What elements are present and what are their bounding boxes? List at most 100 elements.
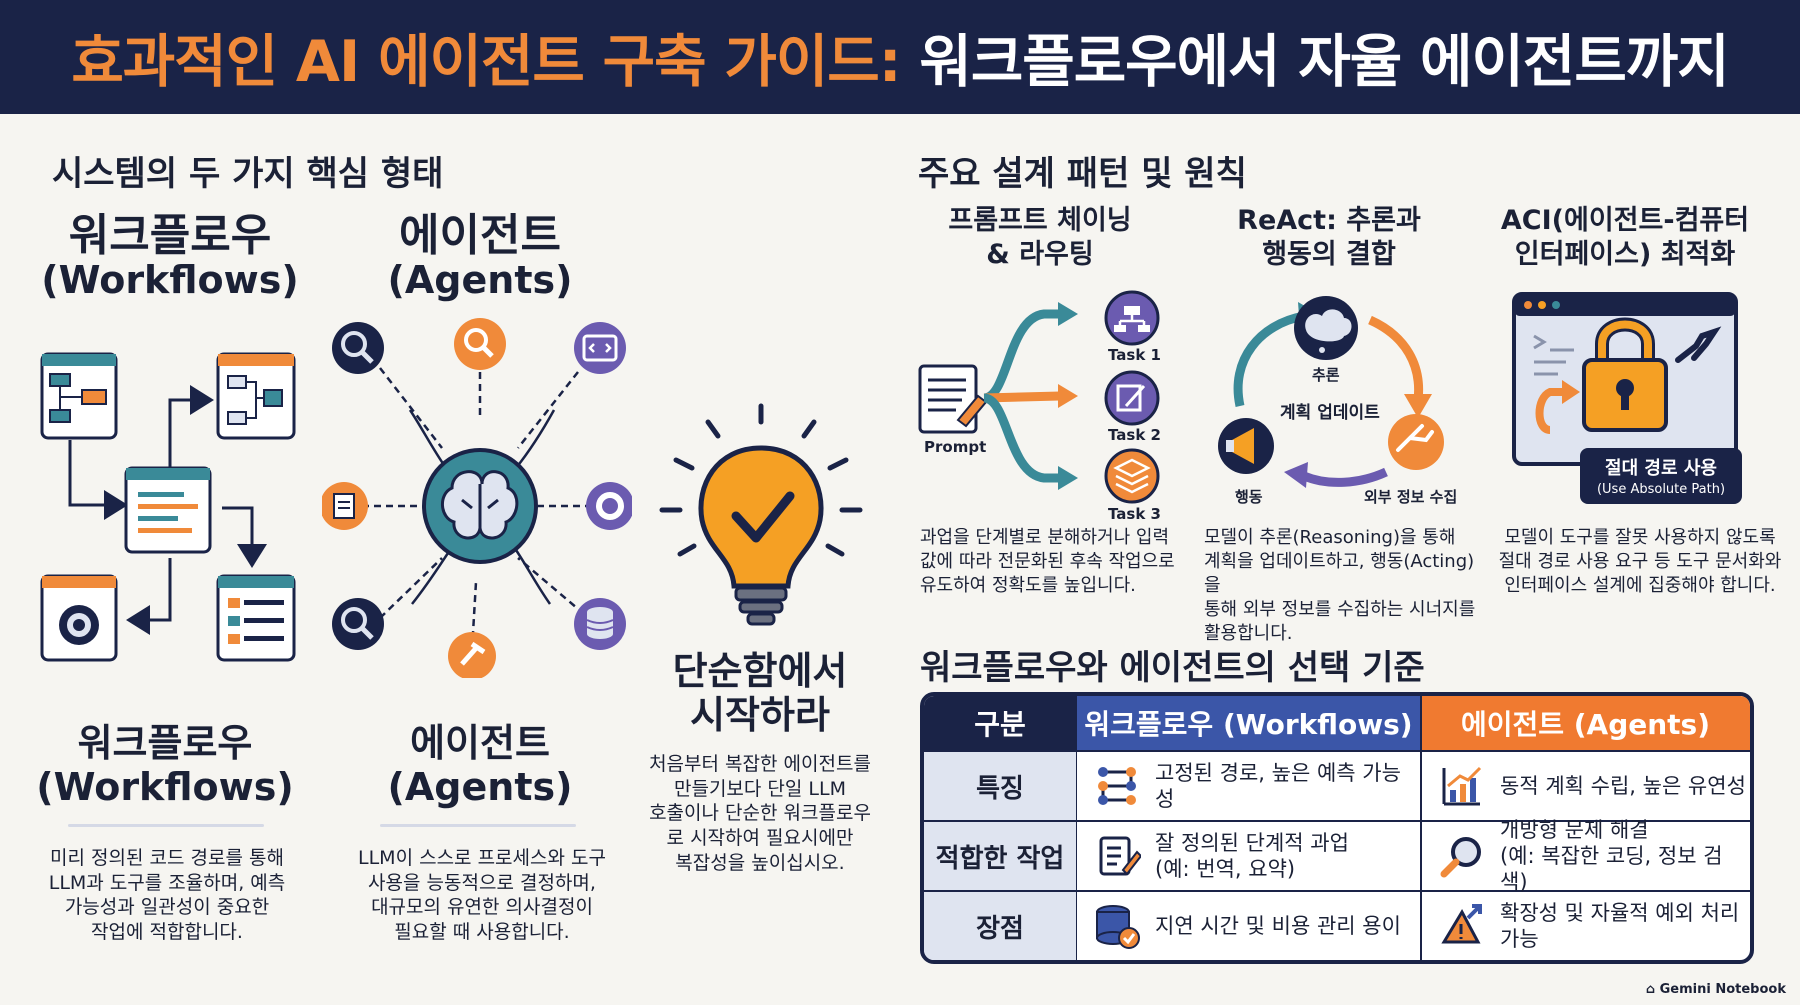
workflow-desc-line: 작업에 적합합니다.: [91, 921, 243, 944]
workflow-box-document-icon: [124, 466, 212, 554]
cell-text-line: 고정된 경로, 높은 예측 가능성: [1155, 760, 1401, 811]
pattern-react-desc-line: 활용합니다.: [1204, 622, 1293, 644]
badge-subtitle: (Use Absolute Path): [1596, 482, 1726, 497]
pattern-react-title-line: ReAct: 추론과: [1237, 205, 1421, 236]
cell-text: 고정된 경로, 높은 예측 가능성: [1155, 760, 1420, 813]
agent-bottom-title: 에이전트 (Agents): [340, 721, 620, 809]
document-icon: [322, 482, 368, 530]
table-cell-workflow: 지연 시간 및 비용 관리 용이: [1077, 892, 1420, 960]
react-cycle-diagram: [1218, 296, 1444, 488]
cell-text-line: 잘 정의된 단계적 과업: [1155, 830, 1349, 855]
footer-text: Gemini Notebook: [1659, 982, 1786, 997]
workflow-diagram: [40, 352, 296, 662]
gear-icon: [586, 482, 632, 530]
pattern-react-desc-line: 통해 외부 정보를 수집하는 시너지를: [1204, 598, 1476, 620]
reason-label: 추론: [1312, 366, 1340, 384]
table-cell-workflow: 잘 정의된 단계적 과업 (예: 번역, 요약): [1077, 822, 1420, 890]
agent-diagram: [322, 318, 632, 678]
prompt-label: Prompt: [924, 438, 987, 456]
table-divider: [1075, 696, 1077, 960]
pattern-react-desc-line: 계획을 업데이트하고, 행동(Acting)을: [1204, 550, 1475, 596]
search-icon: [332, 322, 384, 374]
collect-label: 외부 정보 수집: [1364, 488, 1458, 506]
agent-title: 에이전트 (Agents): [330, 212, 630, 301]
simplicity-desc-line: 복잡성을 높이십시오.: [675, 851, 845, 874]
pattern-chaining-title: 프롬프트 체이닝 & 라우팅: [900, 204, 1180, 272]
cell-text-line: 동적 계획 수립, 높은 유연성: [1500, 773, 1746, 798]
table-divider: [1420, 696, 1422, 960]
fixed-path-icon: [1098, 767, 1136, 805]
selection-title: 워크플로우와 에이전트의 선택 기준: [920, 648, 1425, 688]
pattern-aci-desc-line: 인터페이스 설계에 집중해야 합니다.: [1504, 574, 1776, 596]
table-divider: [924, 750, 1750, 752]
title-main: 워크플로우에서 자율 에이전트까지: [919, 29, 1729, 95]
simplicity-desc-line: 로 시작하여 필요시에만: [666, 827, 854, 850]
table-cell-workflow: 고정된 경로, 높은 예측 가능성: [1077, 752, 1420, 820]
task2-label: Task 2: [1108, 426, 1161, 444]
right-section-title: 주요 설계 패턴 및 원칙: [918, 154, 1247, 194]
chart-growth-icon: [1442, 766, 1482, 806]
workflow-desc-line: 미리 정의된 코드 경로를 통해: [50, 847, 284, 869]
footer-credit: ⌂ Gemini Notebook: [1646, 982, 1786, 997]
agent-bottom-title-en: (Agents): [387, 764, 573, 809]
search-small-icon: [332, 598, 384, 650]
pattern-aci-desc-line: 절대 경로 사용 요구 등 도구 문서화와: [1498, 550, 1782, 572]
simplicity-title: 단순함에서 시작하라: [640, 649, 880, 737]
workflow-bottom-title: 워크플로우 (Workflows): [30, 721, 300, 809]
pattern-react-title: ReAct: 추론과 행동의 결합: [1196, 204, 1462, 272]
agent-desc-line: LLM이 스스로 프로세스와 도구: [358, 847, 606, 869]
workflow-title-ko: 워크플로우: [68, 210, 272, 261]
title-highlight: 효과적인 AI 에이전트 구축 가이드:: [71, 29, 901, 95]
simplicity-desc: 처음부터 복잡한 에이전트를 만들기보다 단일 LLM 호출이나 단순한 워크플…: [630, 752, 890, 875]
scale-warning-icon: [1441, 904, 1482, 944]
notebook-icon: ⌂: [1645, 982, 1660, 997]
simplicity-title-line: 시작하라: [690, 692, 830, 737]
search-orange-icon: [454, 318, 506, 370]
cell-text: 잘 정의된 단계적 과업 (예: 번역, 요약): [1155, 830, 1349, 883]
workflow-desc-line: 가능성과 일관성이 중요한: [64, 896, 270, 919]
pattern-react-title-line: 행동의 결합: [1262, 238, 1396, 270]
pattern-chaining-desc-line: 과업을 단계별로 분해하거나 입력: [920, 527, 1170, 548]
megaphone-icon: [1218, 418, 1274, 474]
magnifier-icon: [1440, 837, 1481, 878]
pattern-react-desc-line: 모델이 추론(Reasoning)을 통해: [1204, 527, 1456, 548]
hand-icon: [1388, 414, 1444, 470]
agent-desc-line: 대규모의 유연한 의사결정이: [371, 896, 593, 919]
header-banner: 효과적인 AI 에이전트 구축 가이드: 워크플로우에서 자율 에이전트까지: [0, 0, 1800, 114]
agent-title-ko: 에이전트: [399, 210, 561, 261]
lightbulb-icon: [659, 403, 863, 626]
plan-label: 계획 업데이트: [1280, 403, 1380, 423]
table-cell-agent: 확장성 및 자율적 예외 처리 가능: [1422, 892, 1750, 960]
page-title: 효과적인 AI 에이전트 구축 가이드: 워크플로우에서 자율 에이전트까지: [0, 16, 1800, 98]
task1-icon: [1104, 290, 1160, 346]
database-check-icon: [1096, 905, 1140, 949]
badge-title: 절대 경로 사용: [1605, 458, 1717, 479]
cell-text-line: (예: 번역, 요약): [1155, 857, 1296, 881]
cell-text: 확장성 및 자율적 예외 처리 가능: [1500, 900, 1750, 953]
selection-table: 구분 워크플로우 (Workflows) 에이전트 (Agents) 특징 고정…: [920, 692, 1754, 964]
table-row-label: 장점: [924, 892, 1076, 960]
chaining-diagram: [918, 290, 1160, 504]
table-header-workflow: 워크플로우 (Workflows): [1076, 696, 1421, 750]
task2-icon: [1104, 370, 1160, 426]
workflow-divider: [68, 824, 264, 827]
agent-divider: [380, 824, 576, 827]
checklist-icon: [1099, 836, 1141, 876]
workflow-title: 워크플로우 (Workflows): [20, 212, 320, 301]
cell-text-line: 확장성 및 자율적 예외 처리 가능: [1500, 900, 1740, 951]
agent-desc-line: 필요할 때 사용합니다.: [394, 921, 570, 944]
left-section-title: 시스템의 두 가지 핵심 형태: [52, 154, 444, 194]
workflow-bottom-title-ko: 워크플로우: [77, 721, 253, 765]
table-cell-agent: 동적 계획 수립, 높은 유연성: [1422, 752, 1750, 820]
prompt-document-icon: [918, 364, 988, 434]
table-row-label: 적합한 작업: [924, 822, 1076, 890]
task1-label: Task 1: [1108, 346, 1161, 364]
agent-desc-line: 사용을 능동적으로 결정하며,: [368, 871, 596, 894]
task3-label: Task 3: [1108, 505, 1161, 523]
pattern-aci-desc: 모델이 도구를 잘못 사용하지 않도록 절대 경로 사용 요구 등 도구 문서화…: [1494, 526, 1786, 598]
act-label: 행동: [1235, 488, 1263, 506]
code-window-icon: [574, 322, 626, 374]
task3-icon: [1104, 448, 1160, 504]
simplicity-desc-line: 호출이나 단순한 워크플로우: [649, 802, 871, 825]
table-cell-agent: 개방형 문제 해결 (예: 복잡한 코딩, 정보 검색): [1422, 818, 1750, 894]
